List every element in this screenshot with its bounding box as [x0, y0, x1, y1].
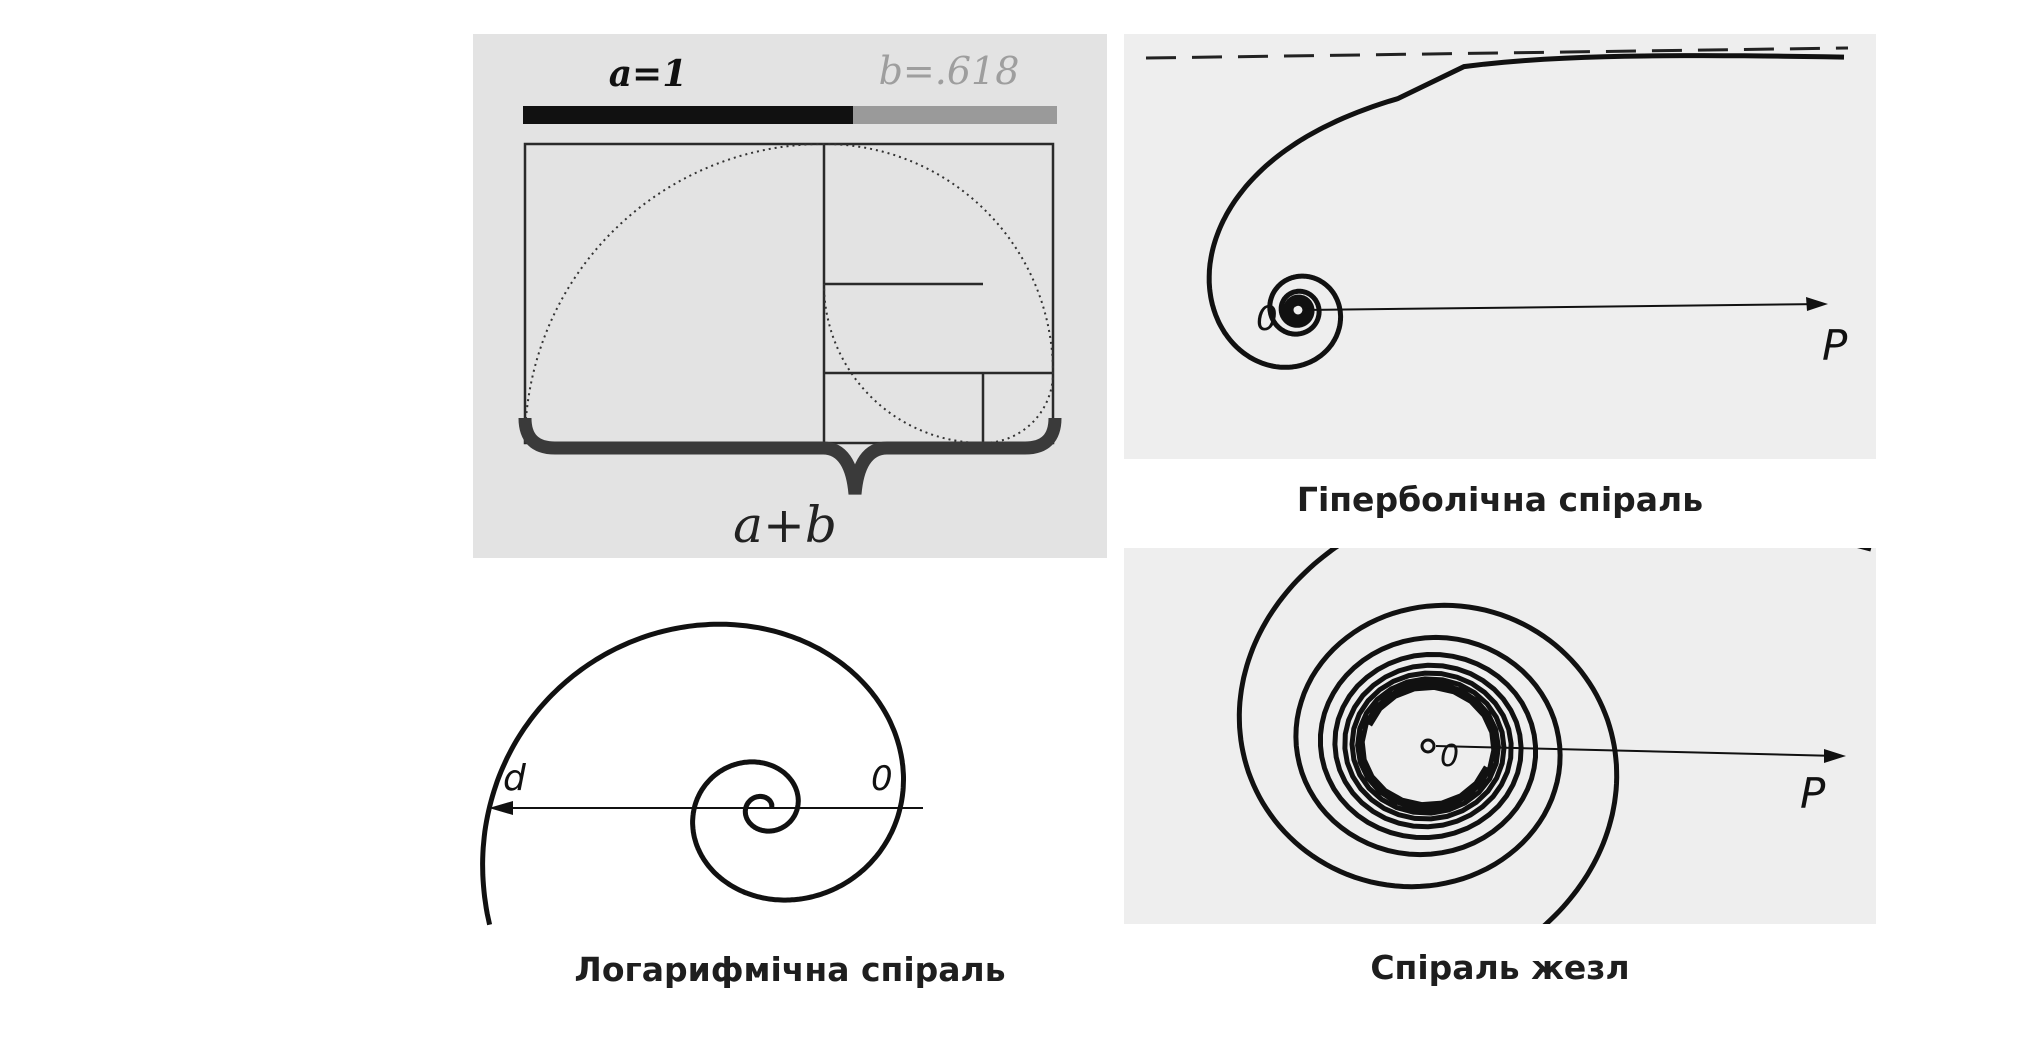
ray-arrowhead: [489, 801, 513, 815]
caption-logarithmic-spiral: Логарифмічна спіраль: [574, 950, 1006, 989]
ray-label: d: [503, 758, 527, 799]
label-b: b=.618: [879, 49, 1020, 93]
golden-spiral: [524, 142, 1055, 445]
ray-arrowhead: [1806, 297, 1828, 311]
sum-brace: [518, 417, 1062, 495]
hyperbolic-spiral-panel: 0 P: [1124, 34, 1876, 459]
golden-ratio-diagram: a=1 b=.618 a+b: [518, 49, 1062, 554]
logarithmic-spiral-panel: 0 d: [473, 558, 1107, 928]
origin-label: 0: [1440, 739, 1459, 774]
ray-arrowhead: [1824, 749, 1846, 763]
ray-label: P: [1822, 321, 1848, 370]
origin-label: 0: [871, 759, 893, 799]
logarithmic-spiral-curve: [480, 621, 906, 926]
label-a: a=1: [609, 53, 688, 95]
wand-spiral-diagram: 0 P: [1236, 548, 1872, 924]
polar-ray: [1435, 745, 1839, 757]
wand-spiral-panel: 0 P: [1124, 548, 1876, 924]
origin-label: 0: [1256, 299, 1278, 339]
bar-a: [523, 106, 853, 124]
caption-wand-spiral: Спіраль жезл: [1370, 948, 1630, 987]
pole-point: [1420, 738, 1436, 754]
logarithmic-spiral-diagram: 0 d: [480, 621, 923, 926]
label-sum: a+b: [733, 496, 837, 554]
golden-ratio-panel: a=1 b=.618 a+b: [473, 34, 1107, 558]
caption-hyperbolic-spiral: Гіперболічна спіраль: [1296, 480, 1704, 519]
ray-label: P: [1800, 769, 1826, 818]
wand-spiral-curve: [1236, 548, 1872, 924]
hyperbolic-spiral-curve: [1206, 53, 1845, 370]
golden-rectangles: [523, 142, 1055, 445]
bar-b: [853, 106, 1057, 124]
hyperbolic-spiral-diagram: 0 P: [1145, 46, 1849, 370]
polar-ray: [1303, 303, 1825, 311]
asymptote-line: [1145, 46, 1849, 60]
